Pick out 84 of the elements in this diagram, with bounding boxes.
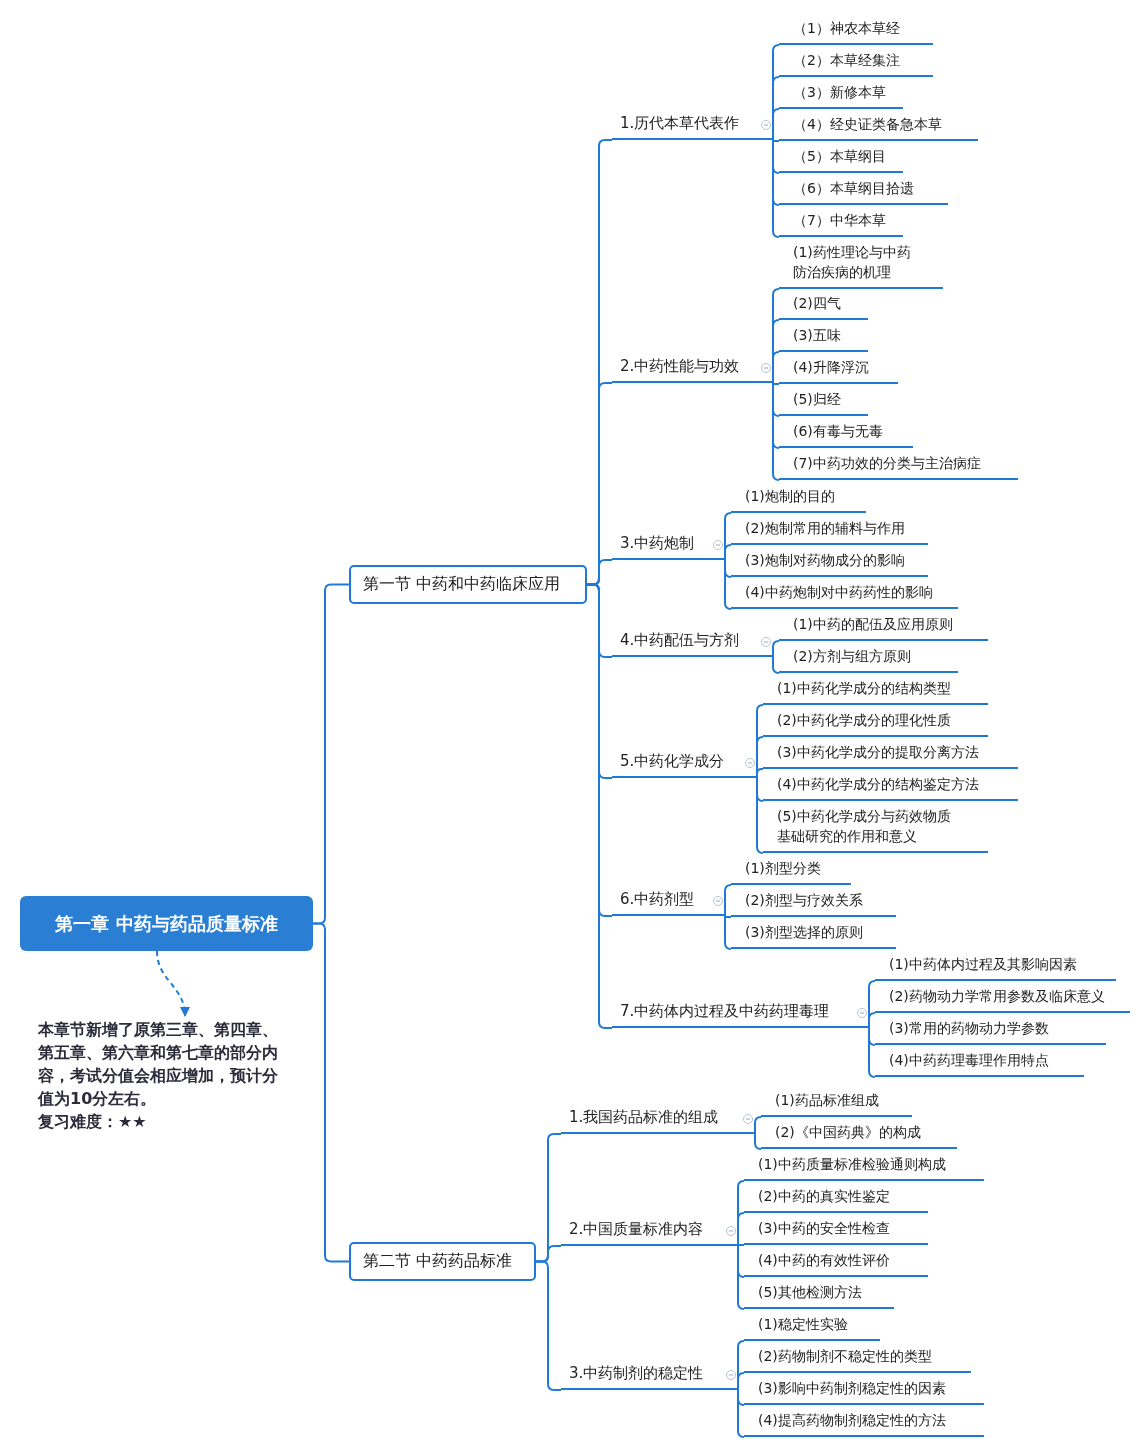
branch-line — [772, 139, 780, 238]
branch-line — [724, 559, 732, 610]
leaf-topic: （2）本草经集注 — [779, 47, 933, 77]
branch-line — [756, 768, 764, 779]
branch-line — [772, 640, 780, 658]
leaf-topic: (3)影响中药制剂稳定性的因素 — [744, 1375, 984, 1405]
branch-line — [772, 382, 780, 385]
section-box: 第二节 中药药品标准 — [349, 1242, 536, 1281]
leaf-topic: (7)中药功效的分类与主治病症 — [779, 450, 1018, 480]
branch-topic: 3.中药炮制 — [612, 530, 725, 560]
branch-line — [737, 1245, 745, 1310]
branch-topic: 6.中药剂型 — [612, 886, 725, 916]
leaf-topic: (2)炮制常用的辅料与作用 — [731, 515, 928, 545]
branch-line — [754, 1116, 762, 1135]
leaf-topic: （7）中华本草 — [779, 207, 903, 237]
central-topic: 第一章 中药与药品质量标准 — [20, 896, 313, 951]
branch-line — [772, 382, 780, 481]
leaf-topic: (4)提高药物制剂稳定性的方法 — [744, 1407, 984, 1437]
branch-topic: 7.中药体内过程及中药药理毒理 — [612, 998, 869, 1028]
leaf-topic: （5）本草纲目 — [779, 143, 903, 173]
leaf-topic: (1)药品标准组成 — [761, 1087, 912, 1117]
leaf-topic: (3)中药的安全性检查 — [744, 1215, 928, 1245]
leaf-topic: (2)药物动力学常用参数及临床意义 — [875, 983, 1130, 1013]
leaf-topic: (3)炮制对药物成分的影响 — [731, 547, 928, 577]
branch-line — [737, 1389, 745, 1438]
leaf-topic: (2)方剂与组方原则 — [779, 643, 958, 673]
branch-line — [868, 1012, 876, 1029]
branch-topic: 1.我国药品标准的组成 — [561, 1104, 755, 1134]
leaf-topic: (4)中药化学成分的结构鉴定方法 — [763, 771, 1018, 801]
leaf-topic: (5)其他检测方法 — [744, 1279, 894, 1309]
leaf-topic: (1)稳定性实验 — [744, 1311, 880, 1341]
section-box: 第一节 中药和中药临床应用 — [349, 565, 587, 604]
leaf-topic: (1)中药化学成分的结构类型 — [763, 675, 988, 705]
leaf-topic: (2)《中国药典》的构成 — [761, 1119, 957, 1149]
leaf-topic: (6)有毒与无毒 — [779, 418, 913, 448]
leaf-topic: (2)剂型与疗效关系 — [731, 887, 896, 917]
branch-line — [724, 915, 732, 918]
leaf-topic: (1)中药质量标准检验通则构成 — [744, 1151, 984, 1181]
leaf-topic: （6）本草纲目拾遗 — [779, 175, 948, 205]
leaf-topic: (1)中药体内过程及其影响因素 — [875, 951, 1116, 981]
leaf-topic: (1)炮制的目的 — [731, 483, 866, 513]
leaf-topic: (4)中药炮制对中药药性的影响 — [731, 579, 958, 609]
branch-line — [724, 884, 732, 917]
leaf-topic: （4）经史证类备急本草 — [779, 111, 978, 141]
branch-topic: 4.中药配伍与方剂 — [612, 627, 773, 657]
branch-line — [737, 1372, 745, 1391]
branch-topic: 5.中药化学成分 — [612, 748, 757, 778]
leaf-topic: (2)中药化学成分的理化性质 — [763, 707, 988, 737]
branch-line — [772, 108, 780, 141]
branch-line — [868, 1027, 876, 1078]
branch-line — [772, 656, 780, 674]
leaf-topic: （1）神农本草经 — [779, 15, 933, 45]
branch-line — [772, 351, 780, 384]
branch-topic: 3.中药制剂的稳定性 — [561, 1360, 738, 1390]
leaf-topic: （3）新修本草 — [779, 79, 903, 109]
leaf-topic: (3)剂型选择的原则 — [731, 919, 896, 949]
branch-line — [312, 922, 350, 1263]
leaf-topic: (1)剂型分类 — [731, 855, 851, 885]
branch-line — [754, 1133, 762, 1150]
leaf-topic: (3)中药化学成分的提取分离方法 — [763, 739, 1018, 769]
branch-topic: 2.中药性能与功效 — [612, 353, 773, 383]
leaf-topic: (2)四气 — [779, 290, 868, 320]
leaf-topic: (2)药物制剂不稳定性的类型 — [744, 1343, 971, 1373]
branch-line — [737, 1244, 745, 1247]
note-text: 本章节新增了原第三章、第四章、第五章、第六章和第七章的部分内容，考试分值会相应增加，预计分值为10分左右。 复习难度：★★ — [38, 1018, 292, 1135]
branch-line — [535, 1260, 562, 1391]
leaf-topic: (1)药性理论与中药防治疾病的机理 — [779, 239, 943, 289]
arrow — [156, 950, 190, 1017]
leaf-topic: (5)中药化学成分与药效物质基础研究的作用和意义 — [763, 803, 988, 853]
leaf-topic: (5)归经 — [779, 386, 868, 416]
leaf-topic: (2)中药的真实性鉴定 — [744, 1183, 928, 1213]
branch-line — [772, 139, 780, 142]
leaf-topic: (4)中药药理毒理作用特点 — [875, 1047, 1084, 1077]
leaf-topic: (3)五味 — [779, 322, 868, 352]
branch-line — [756, 777, 764, 854]
branch-line — [724, 544, 732, 561]
branch-line — [724, 915, 732, 950]
branch-line — [737, 1212, 745, 1247]
leaf-topic: (1)中药的配伍及应用原则 — [779, 611, 988, 641]
branch-topic: 1.历代本草代表作 — [612, 110, 773, 140]
leaf-topic: (3)常用的药物动力学参数 — [875, 1015, 1106, 1045]
leaf-topic: (4)中药的有效性评价 — [744, 1247, 928, 1277]
branch-topic: 2.中国质量标准内容 — [561, 1216, 738, 1246]
leaf-topic: (4)升降浮沉 — [779, 354, 898, 384]
